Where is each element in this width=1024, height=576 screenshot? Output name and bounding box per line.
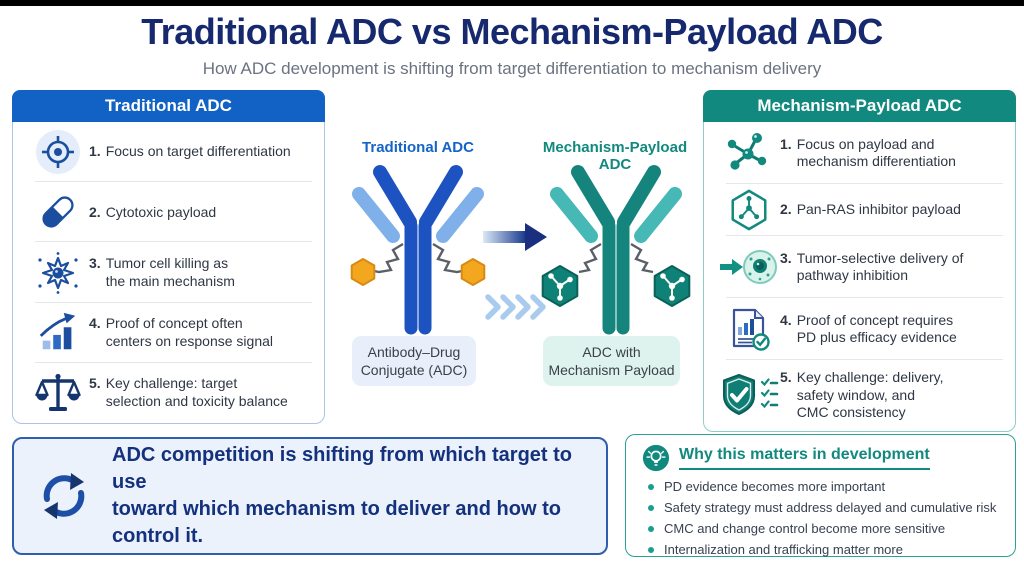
bullet-text: Internalization and trafficking matter m… (664, 542, 903, 557)
traditional-item-2: 2. Cytotoxic payload (13, 182, 324, 243)
right-arrow-icon (483, 223, 547, 251)
caption-mechanism-payload: ADC with Mechanism Payload (543, 336, 680, 386)
item-number: 4. (780, 311, 792, 328)
growth-chart-icon (27, 311, 89, 355)
lightbulb-icon (642, 444, 670, 472)
traditional-item-1: 1. Focus on target differentiation (13, 122, 324, 183)
traditional-antibody-illustration (350, 165, 486, 335)
traditional-adc-panel: Traditional ADC 1. Fo (12, 90, 325, 424)
caption-adc: Antibody–Drug Conjugate (ADC) (352, 336, 476, 386)
bullet-text: Safety strategy must address delayed and… (664, 500, 997, 515)
why-box-list: PD evidence becomes more important Safet… (642, 479, 1001, 557)
item-number: 1. (780, 135, 792, 152)
mechanism-item-4: 4. Proof of concept requires PD plus eff… (704, 298, 1015, 360)
mechanism-item-3: 3. Tumor-selective delivery of pathway i… (704, 236, 1015, 298)
bullet-dot (648, 484, 654, 490)
diagram-label-traditional: Traditional ADC (362, 139, 474, 156)
item-label: Proof of concept often centers on respon… (105, 315, 274, 349)
key-message-text: ADC competition is shifting from which t… (112, 444, 572, 547)
item-label: Focus on payload and mechanism different… (796, 135, 956, 170)
item-number: 1. (89, 143, 101, 160)
mechanism-item-2: 2. Pan-RAS inhibitor payload (704, 184, 1015, 236)
mechanism-payload-adc-list: 1. Focus on payload and mechanism differ… (704, 122, 1015, 431)
traditional-adc-header: Traditional ADC (12, 90, 325, 122)
diagram-label-mechanism: Mechanism-Payload ADC (542, 139, 688, 173)
bullet-dot (648, 505, 654, 511)
bullet-text: PD evidence becomes more important (664, 479, 886, 494)
page-subtitle: How ADC development is shifting from tar… (202, 59, 822, 78)
traditional-item-4: 4. Proof of concept often centers on res… (13, 303, 324, 364)
why-bullet-3: CMC and change control become more sensi… (642, 521, 1001, 536)
item-number: 4. (89, 315, 101, 332)
item-label: Tumor cell killing as the main mechanism (105, 255, 235, 289)
burst-cell-icon (27, 250, 89, 296)
item-number: 3. (780, 249, 792, 266)
item-number: 5. (780, 369, 792, 386)
target-icon (27, 129, 89, 175)
traditional-item-3: 3. Tumor cell killing as the main mechan… (13, 242, 324, 303)
why-bullet-1: PD evidence becomes more important (642, 479, 1001, 494)
document-check-icon (718, 306, 780, 352)
why-box-title: Why this matters in development (679, 446, 930, 470)
mechanism-payload-adc-header: Mechanism-Payload ADC (703, 90, 1016, 122)
item-label: Proof of concept requires PD plus effica… (796, 311, 957, 346)
chevrons-right-icon (485, 294, 546, 320)
item-label: Pan-RAS inhibitor payload (796, 201, 961, 218)
traditional-adc-list: 1. Focus on target differentiation 2. Cy… (13, 122, 324, 423)
capsule-icon (27, 190, 89, 234)
mechanism-item-1: 1. Focus on payload and mechanism differ… (704, 122, 1015, 184)
top-black-bar (0, 0, 1024, 6)
bullet-text: CMC and change control become more sensi… (664, 521, 946, 536)
item-label: Tumor-selective delivery of pathway inhi… (796, 249, 964, 284)
item-number: 5. (89, 375, 101, 392)
balance-scale-icon (27, 370, 89, 416)
bullet-dot (648, 526, 654, 532)
item-label: Focus on target differentiation (105, 143, 291, 160)
why-this-matters-box: Why this matters in development PD evide… (625, 434, 1016, 557)
cycle-arrows-icon (43, 473, 85, 519)
key-message-callout: ADC competition is shifting from which t… (12, 437, 608, 555)
mechanism-item-5: 5. Key challenge: delivery, safety windo… (704, 360, 1015, 431)
traditional-item-5: 5. Key challenge: target selection and t… (13, 363, 324, 423)
item-number: 3. (89, 255, 101, 271)
hexagon-molecule-icon (718, 188, 780, 232)
mechanism-payload-adc-panel: Mechanism-Payload ADC (703, 90, 1016, 432)
molecule-icon (718, 130, 780, 176)
item-label: Key challenge: delivery, safety window, … (796, 369, 944, 421)
shield-check-icon (718, 372, 780, 420)
item-number: 2. (89, 203, 101, 220)
page-title: Traditional ADC vs Mechanism-Payload ADC (141, 11, 883, 52)
why-bullet-2: Safety strategy must address delayed and… (642, 500, 1001, 515)
mechanism-antibody-illustration (541, 165, 691, 335)
item-label: Cytotoxic payload (105, 203, 217, 220)
item-label: Key challenge: target selection and toxi… (105, 375, 288, 409)
item-number: 2. (780, 201, 792, 218)
bullet-dot (648, 547, 654, 553)
cell-delivery-icon (718, 244, 780, 290)
why-bullet-4: Internalization and trafficking matter m… (642, 542, 1001, 557)
